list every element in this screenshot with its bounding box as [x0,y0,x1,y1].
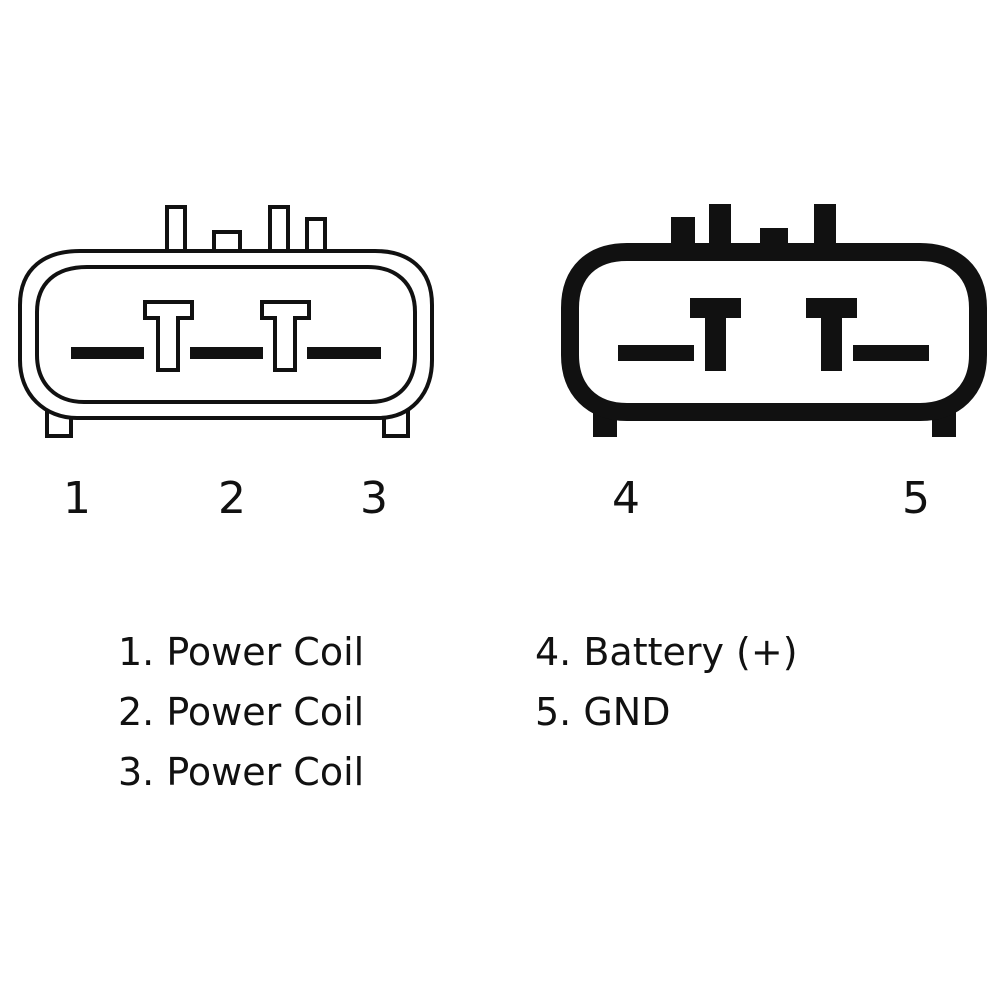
pin-label-4: 4 [612,473,640,524]
legend-right: 4. Battery (+) 5. GND [535,622,798,742]
terminal-bar [307,347,381,359]
top-tab [165,205,187,253]
pin-label-5: 5 [902,473,930,524]
terminal-bar [71,347,144,359]
legend-item: 3. Power Coil [118,750,365,794]
legend-item: 1. Power Coil [118,630,365,674]
outer-shell [561,243,987,421]
pin-label-2: 2 [218,473,246,524]
three-pin-connector [18,205,434,438]
two-pin-connector [561,204,987,437]
terminal-bar [853,345,929,361]
pin-label-1: 1 [63,473,91,524]
legend-item: 4. Battery (+) [535,630,798,674]
t-terminal [806,298,857,371]
top-tab [212,230,242,253]
legend-item: 5. GND [535,690,671,734]
legend-left: 1. Power Coil 2. Power Coil 3. Power Coi… [118,622,364,802]
t-terminal [143,300,194,372]
t-terminal [260,300,311,372]
terminal-bar [190,347,263,359]
pin-label-3: 3 [360,473,388,524]
legend-item: 2. Power Coil [118,690,365,734]
outer-shell [18,249,434,420]
inner-shell [35,265,417,404]
terminal-bar [618,345,694,361]
top-tab [305,217,327,253]
t-terminal [690,298,741,371]
top-tab [268,205,290,253]
